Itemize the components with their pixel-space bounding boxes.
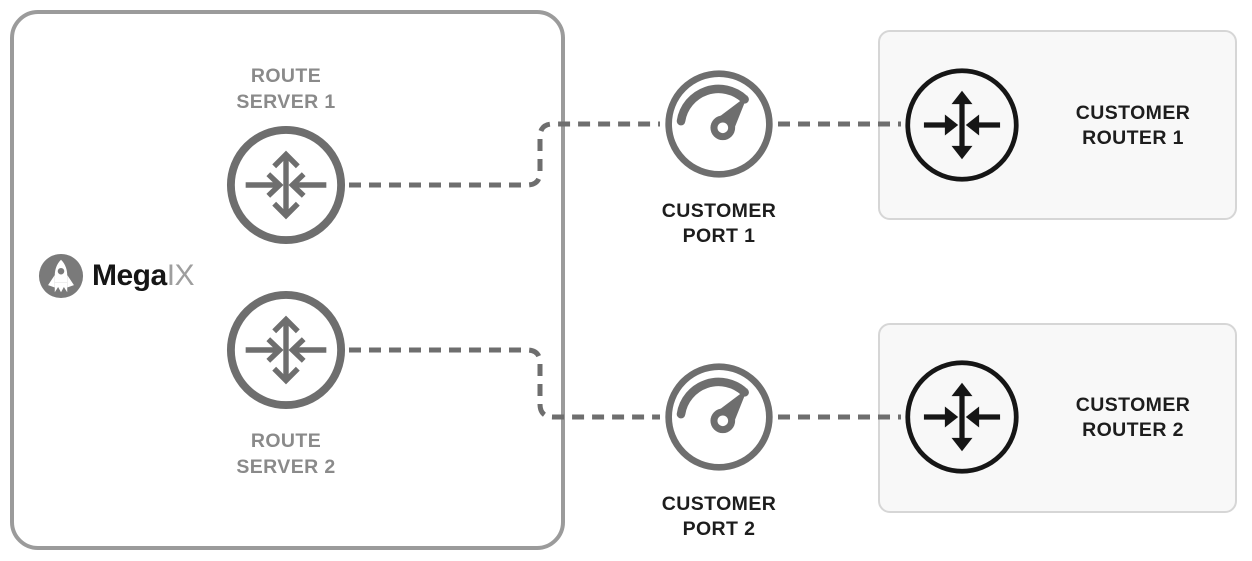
customer-router-2-label: CUSTOMER ROUTER 2 [1075, 394, 1191, 441]
brand-name: MegaIX [92, 259, 195, 293]
customer-router-1-label: CUSTOMER ROUTER 1 [1075, 102, 1191, 149]
customer-port-2-gauge-icon [665, 363, 773, 471]
route-server-1-label: ROUTE SERVER 1 [236, 65, 336, 113]
megaix-logo: MegaIX [38, 253, 195, 299]
customer-port-1-label: CUSTOMER PORT 1 [661, 200, 777, 247]
route-server-2-router-icon [226, 290, 346, 410]
brand-name-light: IX [166, 259, 195, 292]
customer-port-1-gauge-icon [665, 70, 773, 178]
route-server-2-label: ROUTE SERVER 2 [236, 430, 336, 478]
customer-port-2-label: CUSTOMER PORT 2 [661, 493, 777, 540]
customer-router-1-icon [905, 68, 1019, 182]
route-server-1-router-icon [226, 125, 346, 245]
rocket-icon [38, 253, 84, 299]
brand-name-bold: Mega [92, 259, 167, 292]
customer-router-2-icon [905, 360, 1019, 474]
exchange-boundary-box [10, 10, 565, 550]
